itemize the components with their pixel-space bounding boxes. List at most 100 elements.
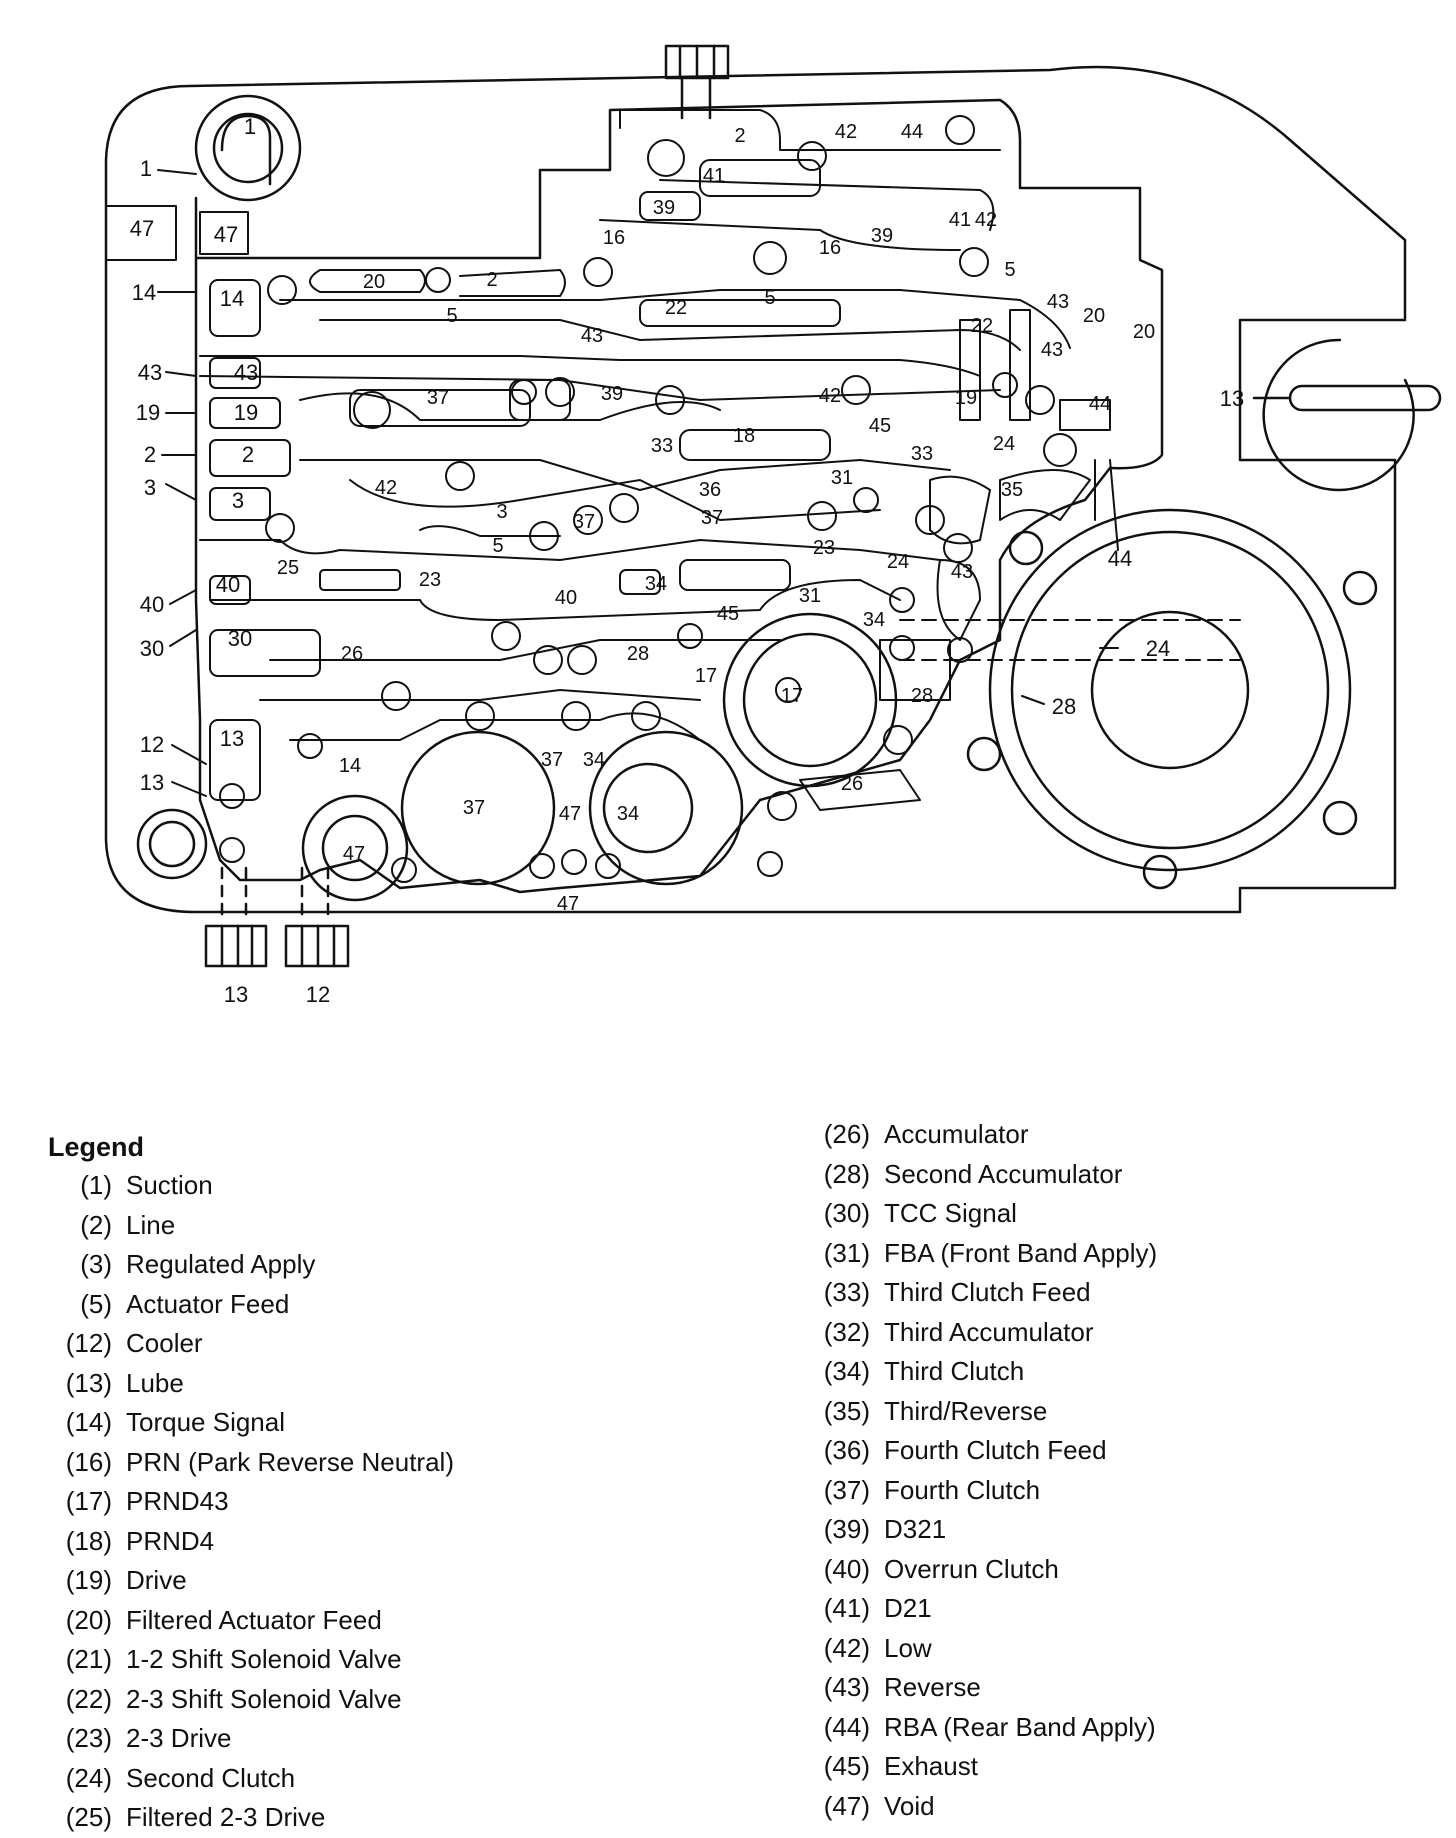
channel-label: 28 <box>911 685 933 707</box>
channel-label: 34 <box>583 749 605 771</box>
channel-label: 37 <box>701 507 723 529</box>
callout-torque-inner: 14 <box>220 286 244 311</box>
legend-item-label: D21 <box>884 1593 932 1623</box>
legend-item: (21)1-2 Shift Solenoid Valve <box>40 1640 454 1680</box>
legend-item: (20)Filtered Actuator Feed <box>40 1601 454 1641</box>
channel-label: 23 <box>813 537 835 559</box>
legend-item: (22)2-3 Shift Solenoid Valve <box>40 1680 454 1720</box>
callout-reverse-left: 43 <box>138 360 162 385</box>
legend-item: (39)D321 <box>798 1510 1157 1550</box>
legend-item: (40) Overrun Clutch <box>798 1550 1157 1590</box>
legend-item: (1) Suction <box>40 1166 454 1206</box>
legend-item-number: (18) <box>65 1525 112 1556</box>
channel-label: 37 <box>541 749 563 771</box>
channel-label: 39 <box>871 225 893 247</box>
fluid-channels <box>199 109 1241 811</box>
valve-body-diagram: 1 47 47 1 14 14 43 43 19 19 2 2 3 3 40 4… <box>104 44 1442 1007</box>
lube-bore <box>301 794 409 902</box>
legend-item-label: 2-3 Shift Solenoid Valve <box>126 1683 402 1714</box>
channel-label: 5 <box>492 535 503 557</box>
channel-label: 22 <box>971 315 993 337</box>
channel-label: 23 <box>419 569 441 591</box>
callout-reg-left: 3 <box>144 475 156 500</box>
legend-item-number: (19) <box>65 1565 112 1595</box>
legend-item-number: (12) <box>65 1328 112 1358</box>
legend-item: (42)Low <box>798 1629 1157 1669</box>
channel-label: 42 <box>819 385 841 407</box>
legend-item-label: Filtered 2-3 Drive <box>126 1802 326 1832</box>
channel-label: 47 <box>557 893 579 915</box>
channel-label: 24 <box>887 551 909 573</box>
legend-item: (43)Reverse <box>798 1668 1157 1708</box>
third-clutch-bore <box>588 730 744 886</box>
legend-item: (45)Exhaust <box>798 1747 1157 1787</box>
channel-label: 3 <box>496 501 507 523</box>
callout-pump: 1 <box>244 114 256 139</box>
legend-item-label: TCC Signal <box>884 1198 1017 1228</box>
legend-item-number: (17) <box>65 1486 112 1516</box>
legend-item-label: Third/Reverse <box>884 1395 1048 1426</box>
legend-item-label: Torque Signal <box>126 1407 285 1437</box>
channel-label: 17 <box>781 685 803 707</box>
legend-item-number: (44) <box>823 1711 870 1742</box>
channel-label: 34 <box>863 609 885 631</box>
legend-item-label: Second Accumulator <box>884 1158 1123 1189</box>
callout-lube-fitting: 13 <box>224 982 248 1007</box>
channel-label: 42 <box>835 121 857 143</box>
legend-item: (30) TCC Signal <box>798 1194 1157 1234</box>
callout-cooler-left: 12 <box>140 732 164 757</box>
channel-label: 44 <box>1089 393 1111 415</box>
channel-label: 45 <box>869 415 891 437</box>
legend-item: (34)Third Clutch <box>798 1352 1157 1392</box>
left-boundary <box>194 98 1164 894</box>
legend-item: (2)Line <box>40 1206 454 1246</box>
legend-item-number: (5) <box>80 1288 112 1319</box>
legend-item-number: (40) <box>823 1553 870 1584</box>
legend-item-number: (41) <box>823 1593 870 1623</box>
channel-label: 16 <box>819 237 841 259</box>
legend-item-label: PRND4 <box>126 1525 215 1556</box>
case-outline <box>104 65 1407 914</box>
port-holes <box>219 115 1077 883</box>
channel-label: 28 <box>627 643 649 665</box>
channel-label: 2 <box>734 125 745 147</box>
legend-item: (28)Second Accumulator <box>798 1155 1157 1195</box>
channel-label: 5 <box>446 305 457 327</box>
channel-label: 41 <box>949 209 971 231</box>
legend-item-label: Accumulator <box>884 1119 1029 1149</box>
legend-item-number: (1) <box>80 1170 112 1200</box>
legend-item-label: Overrun Clutch <box>884 1553 1059 1584</box>
legend-item-number: (36) <box>823 1435 870 1465</box>
legend-item-label: D321 <box>884 1514 947 1544</box>
legend-item-label: PRND43 <box>126 1486 229 1516</box>
callout-lube-inner: 13 <box>220 726 244 751</box>
legend-item-number: (21) <box>65 1644 112 1674</box>
callout-leaders <box>105 169 1119 797</box>
channel-label: 37 <box>463 797 485 819</box>
callout-void-inner: 47 <box>214 222 238 247</box>
callout-second-clutch: 24 <box>1146 636 1170 661</box>
lube-fitting <box>204 866 268 968</box>
lube-check-valve <box>1252 338 1442 492</box>
legend-item: (5)Actuator Feed <box>40 1285 454 1325</box>
callout-lube-right: 13 <box>1220 386 1244 411</box>
callout-reverse-inner: 43 <box>234 360 258 385</box>
channel-label: 5 <box>764 287 775 309</box>
legend-item: (35)Third/Reverse <box>798 1392 1157 1432</box>
legend-item-label: Third Clutch <box>884 1356 1025 1386</box>
legend-item-number: (30) <box>823 1198 870 1228</box>
legend-item: (36)Fourth Clutch Feed <box>798 1431 1157 1471</box>
callout-line-left: 2 <box>144 442 156 467</box>
second-accumulator-bore <box>966 508 1378 890</box>
channel-label: 20 <box>363 271 385 293</box>
callout-drive-left: 19 <box>136 400 160 425</box>
channel-label: 47 <box>343 843 365 865</box>
callout-overrun-inner: 40 <box>216 572 240 597</box>
channel-label: 22 <box>665 297 687 319</box>
legend-item-label: Low <box>884 1632 932 1663</box>
legend-item-label: FBA (Front Band Apply) <box>884 1237 1158 1268</box>
legend-item-label: 2-3 Drive <box>126 1723 232 1753</box>
legend-item-label: Suction <box>126 1170 213 1200</box>
suction-pump <box>194 94 302 202</box>
legend-item-label: PRN (Park Reverse Neutral) <box>126 1446 454 1477</box>
